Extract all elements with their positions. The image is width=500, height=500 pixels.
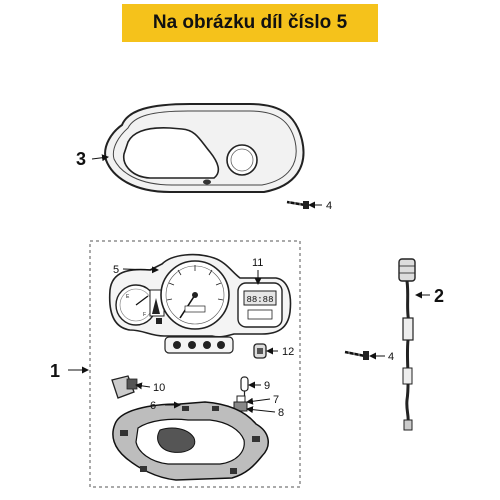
part-3-meter-cover bbox=[104, 103, 305, 193]
part-12-clip bbox=[253, 343, 267, 359]
svg-text:E: E bbox=[126, 294, 130, 300]
callout-6: 6 bbox=[150, 400, 156, 412]
callout-3: 3 bbox=[76, 149, 86, 169]
part-9-bulb bbox=[240, 376, 249, 398]
callout-8: 8 bbox=[278, 407, 284, 419]
callout-7: 7 bbox=[273, 394, 279, 406]
callout-9: 9 bbox=[264, 380, 270, 392]
banner-text: Na obrázku díl číslo 5 bbox=[152, 12, 348, 33]
assembly-1-dashed-boundary bbox=[89, 240, 301, 488]
callout-11: 11 bbox=[252, 257, 263, 269]
callout-4-upper: 4 bbox=[326, 200, 332, 212]
part-number-banner: Na obrázku díl číslo 5 bbox=[122, 4, 378, 42]
part-6-lower-housing bbox=[112, 401, 269, 481]
callout-10: 10 bbox=[153, 382, 165, 394]
callout-12: 12 bbox=[282, 346, 294, 358]
callout-5: 5 bbox=[113, 264, 119, 276]
svg-text:F: F bbox=[143, 312, 146, 318]
part-4-screw-lower bbox=[344, 350, 369, 360]
part-4-screw-upper bbox=[286, 200, 309, 209]
part-2-speedometer-cable bbox=[398, 258, 416, 431]
part-10-connector bbox=[111, 375, 138, 399]
part-5-instrument-cluster: E F 88:88 bbox=[108, 253, 292, 338]
lcd-digits: 88:88 bbox=[246, 295, 273, 305]
indicator-lamp-strip bbox=[164, 336, 234, 354]
callout-4-lower: 4 bbox=[388, 351, 394, 363]
callout-1: 1 bbox=[50, 361, 60, 381]
callout-2: 2 bbox=[434, 286, 444, 306]
